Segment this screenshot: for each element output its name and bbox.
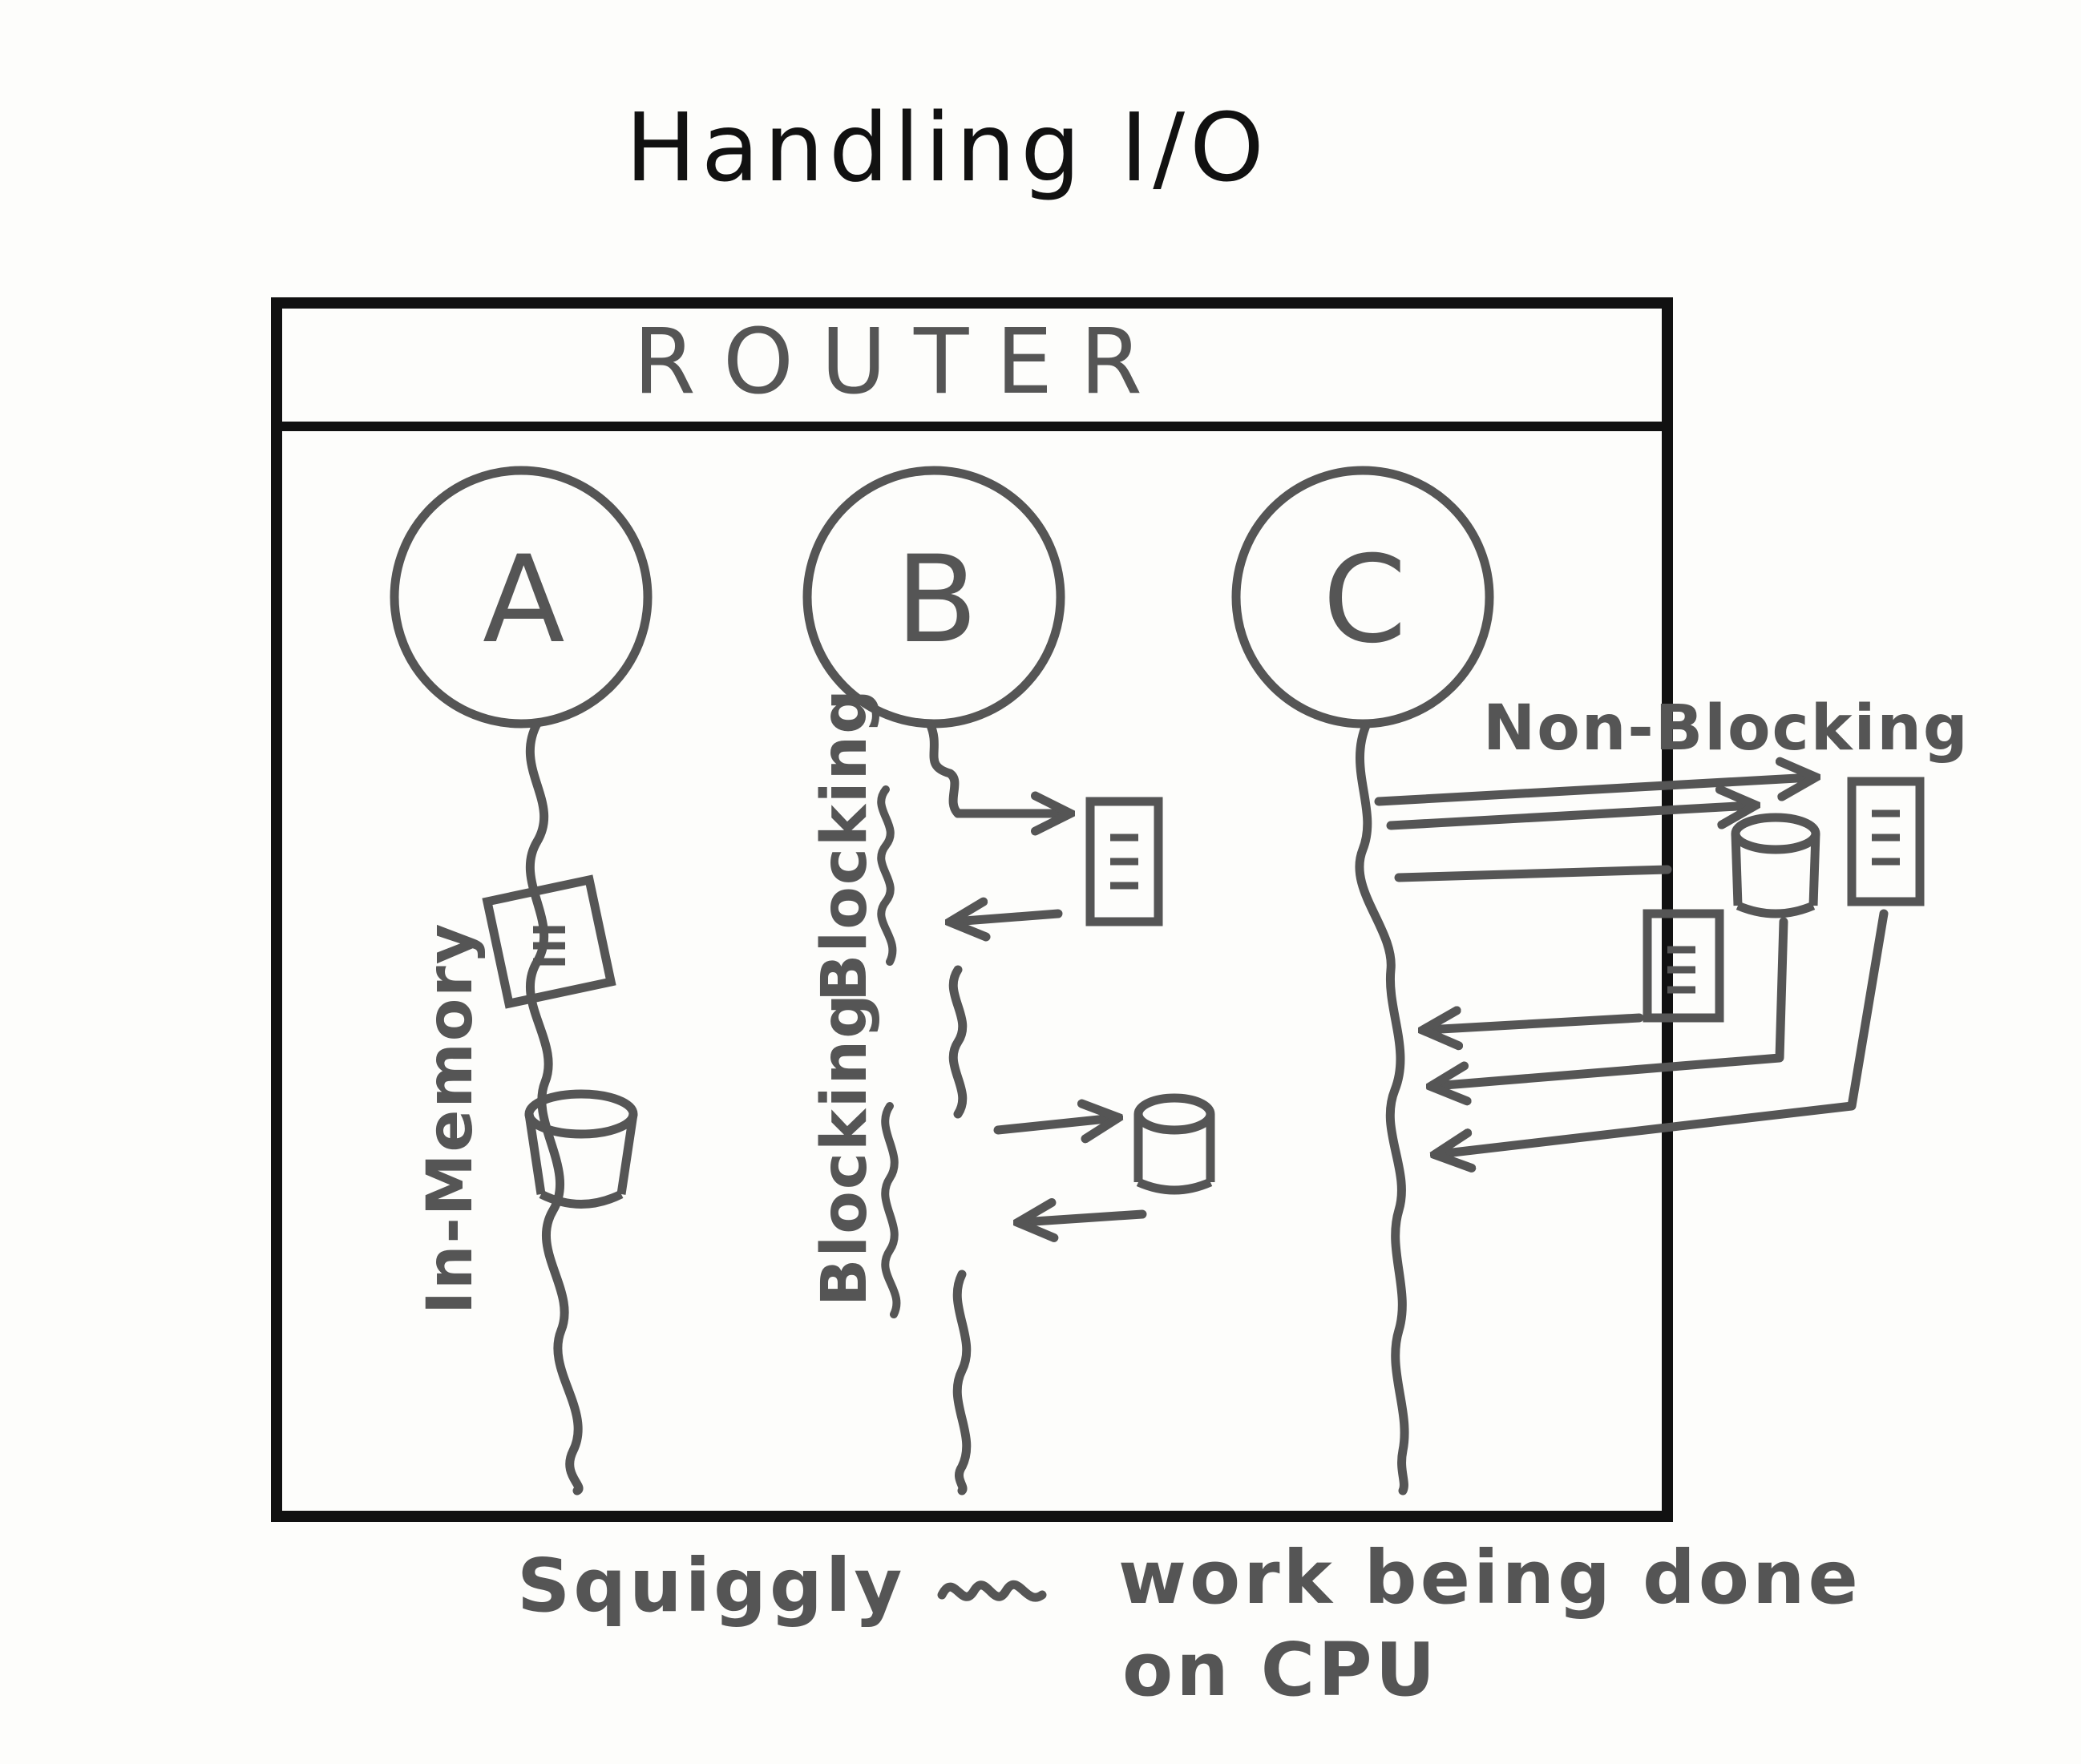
callback-arrow-3: [1439, 909, 1889, 1154]
blocking-wait-squiggle-top: [877, 785, 897, 966]
node-b-work-squiggle-middle: [948, 965, 968, 1119]
node-c-label: C: [1323, 531, 1407, 670]
legend-squiggle-sample: [937, 1580, 1047, 1602]
node-b-response-arrow-1: [954, 914, 1063, 922]
file-icon: [1085, 797, 1163, 926]
database-icon: [1133, 1093, 1215, 1195]
in-memory-label: In-Memory: [414, 922, 487, 1314]
node-c: C Non-Blocking: [1231, 466, 1970, 1496]
file-icon: [1847, 777, 1925, 906]
node-a: A In-Memory: [390, 466, 653, 1496]
caption-squiggly: Squiggly: [517, 1543, 905, 1629]
blocking-label-top: Blocking: [809, 688, 881, 1002]
database-icon: [524, 1089, 638, 1209]
node-b-label: B: [895, 531, 978, 670]
file-icon: [482, 874, 616, 1009]
blocking-label-bottom: Blocking: [809, 992, 881, 1306]
node-b-request-arrow-2: [993, 1118, 1114, 1130]
diagram-title: Handling I/O: [625, 92, 1269, 203]
node-b-work-squiggle-bottom: [952, 1270, 972, 1496]
database-icon: [1731, 813, 1820, 918]
caption-on-cpu: on CPU: [1122, 1627, 1438, 1713]
non-blocking-request-arrow-2: [1386, 805, 1752, 830]
node-c-work-squiggle: [1355, 719, 1409, 1496]
router-label: ROUTER: [633, 310, 1170, 414]
node-a-label: A: [483, 531, 565, 670]
non-blocking-label: Non-Blocking: [1483, 692, 1970, 765]
node-b-response-arrow-2: [1022, 1214, 1147, 1222]
node-a-circle: [390, 466, 653, 729]
legend: Squiggly work being done on CPU: [517, 1535, 1861, 1713]
caption-work: work being done: [1118, 1535, 1861, 1621]
node-b-stem: [925, 719, 963, 818]
non-blocking-request-arrow-1: [1374, 777, 1812, 806]
node-b: B Blocking Blocking: [802, 466, 1215, 1496]
non-blocking-request-arrow-3: [1394, 865, 1672, 882]
callback-arrow-2: [1435, 917, 1788, 1086]
callback-arrow-1: [1427, 1018, 1644, 1030]
blocking-wait-squiggle-bottom: [881, 1102, 901, 1318]
file-icon: [1643, 909, 1724, 1023]
